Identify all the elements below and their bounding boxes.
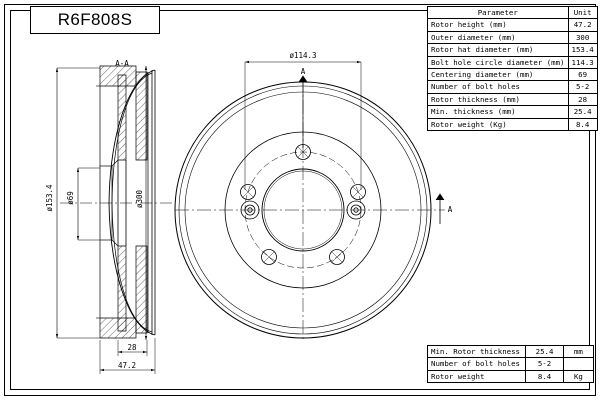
spec-param-value: 114.3 (567, 55, 598, 70)
spec-param-value: 69 (567, 68, 598, 82)
table-row: Min. Rotor thickness 25.4 mm (426, 344, 595, 359)
section-arrow-label-top: A (301, 67, 306, 76)
spec-param-name: Min. thickness (mm) (427, 105, 569, 119)
summary-param-name: Rotor weight (426, 369, 527, 384)
table-row: Rotor thickness (mm) 28 (427, 92, 598, 107)
section-dimensions-group (55, 66, 156, 374)
section-arrow-group (298, 75, 445, 224)
spec-header-parameter: Parameter (427, 5, 569, 20)
part-number-label: R6F808S (57, 10, 133, 29)
dim-bolt-hole-circle-diameter: ø114.3 (289, 51, 316, 60)
spec-param-value: 5-2 (567, 80, 598, 94)
dim-rotor-hat-diameter: ø153.4 (45, 184, 54, 212)
spec-param-name: Rotor weight (Kg) (427, 117, 569, 132)
spec-table: Parameter Unit Rotor height (mm) 47.2 Ou… (427, 5, 598, 132)
table-row: Rotor weight (Kg) 8.4 (427, 117, 598, 132)
spec-param-name: Outer diameter (mm) (427, 30, 569, 45)
summary-table: Min. Rotor thickness 25.4 mm Number of b… (426, 344, 595, 384)
spec-param-name: Rotor thickness (mm) (427, 92, 569, 107)
summary-param-name: Min. Rotor thickness (426, 344, 527, 359)
summary-param-unit: Kg (562, 369, 595, 384)
table-row: Rotor hat diameter (mm) 153.4 (427, 43, 598, 57)
drawing-frame-inner (10, 10, 590, 390)
table-row: Min. thickness (mm) 25.4 (427, 105, 598, 119)
part-number-box: R6F808S (30, 6, 160, 34)
spec-param-value: 300 (567, 30, 598, 45)
table-row: Rotor height (mm) 47.2 (427, 18, 598, 32)
spec-header-unit: Unit (567, 5, 598, 20)
summary-param-value: 8.4 (525, 369, 564, 384)
spec-param-value: 47.2 (567, 18, 598, 32)
section-arrow-label-right: A (448, 205, 453, 214)
summary-param-name: Number of bolt holes (426, 357, 527, 371)
spec-param-name: Centering diameter (mm) (427, 68, 569, 82)
summary-param-value: 5-2 (525, 357, 564, 371)
spec-param-name: Number of bolt holes (427, 80, 569, 94)
table-row: Outer diameter (mm) 300 (427, 30, 598, 45)
table-row: Bolt hole circle diameter (mm) 114.3 (427, 55, 598, 70)
spec-param-name: Rotor hat diameter (mm) (427, 43, 569, 57)
section-label-aa: A-A (115, 59, 129, 68)
dim-centering-diameter: ø69 (66, 191, 75, 205)
section-view-group (60, 65, 175, 339)
drawing-frame-outer (4, 4, 596, 396)
summary-param-value: 25.4 (525, 344, 564, 359)
spec-table-header-row: Parameter Unit (427, 5, 598, 20)
dim-rotor-thickness: 28 (127, 343, 137, 352)
dim-rotor-height: 47.2 (118, 361, 136, 370)
table-row: Rotor weight 8.4 Kg (426, 369, 595, 384)
table-row: Number of bolt holes 5-2 (426, 357, 595, 371)
spec-param-value: 8.4 (567, 117, 598, 132)
face-view-group (174, 78, 445, 342)
spec-param-value: 153.4 (567, 43, 598, 57)
spec-param-name: Rotor height (mm) (427, 18, 569, 32)
spec-param-value: 28 (567, 92, 598, 107)
summary-param-unit: mm (562, 344, 595, 359)
spec-param-name: Bolt hole circle diameter (mm) (427, 55, 569, 70)
dim-outer-diameter: ø300 (135, 189, 144, 208)
table-row: Number of bolt holes 5-2 (427, 80, 598, 94)
summary-param-unit (562, 357, 595, 371)
table-row: Centering diameter (mm) 69 (427, 68, 598, 82)
spec-param-value: 25.4 (567, 105, 598, 119)
bolt-circle-dimension-group (244, 60, 362, 190)
